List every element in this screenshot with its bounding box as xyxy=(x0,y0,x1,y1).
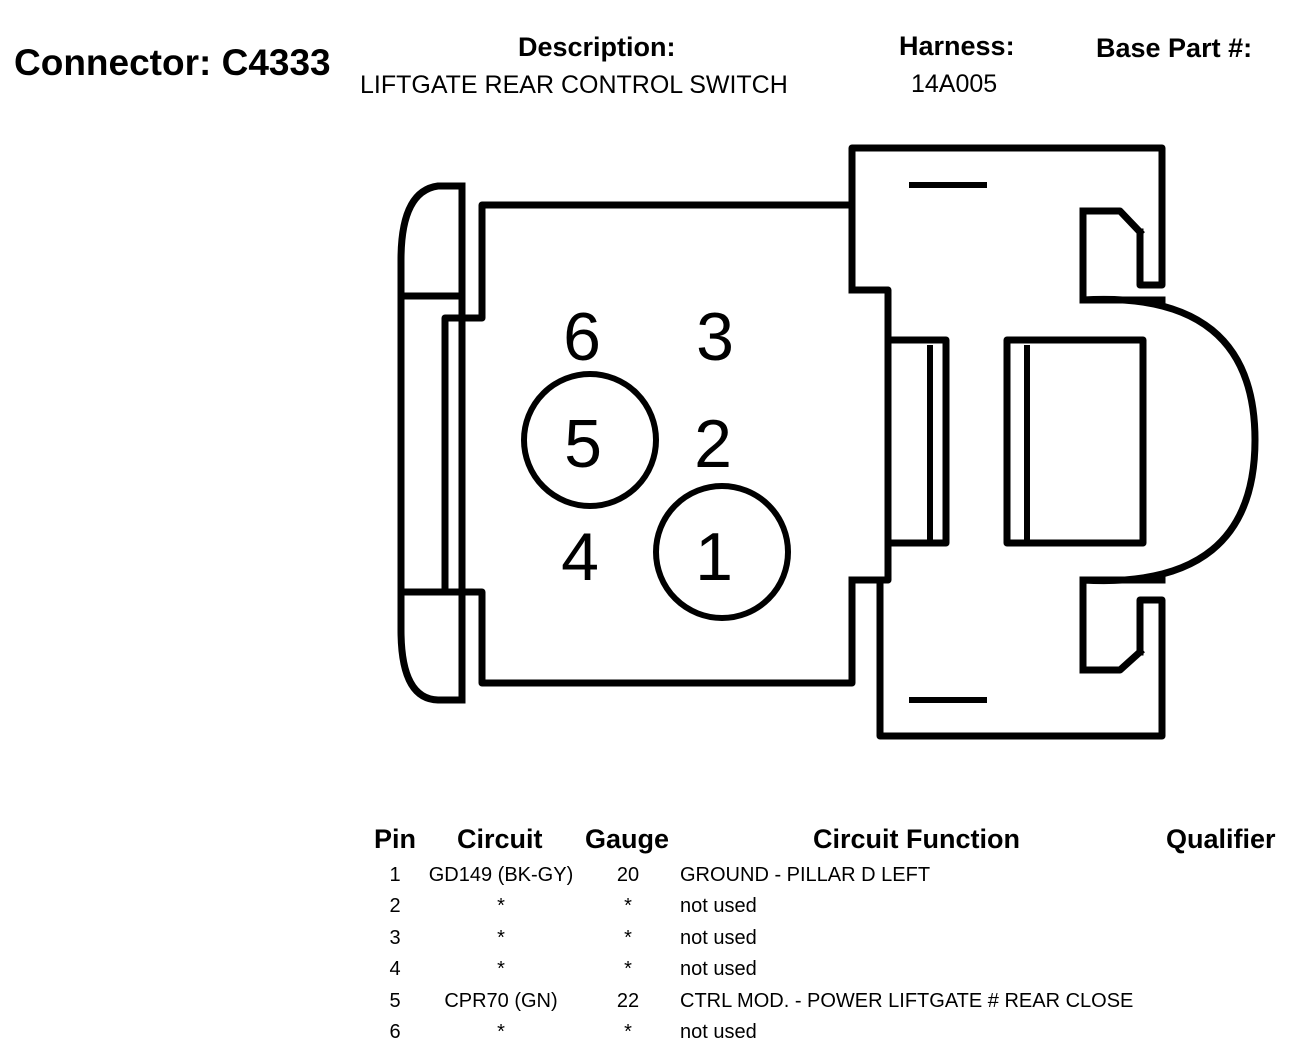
cell-circuit: * xyxy=(497,1021,505,1043)
pin-number-1: 1 xyxy=(695,519,733,595)
left-latch-cap xyxy=(397,182,466,704)
cell-pin: 4 xyxy=(389,958,401,980)
cell-circuit: * xyxy=(497,927,505,949)
cell-pin: 3 xyxy=(389,927,401,949)
cell-pin: 1 xyxy=(389,864,401,886)
cell-function: not used xyxy=(680,1021,757,1043)
cell-function: CTRL MOD. - POWER LIFTGATE # REAR CLOSE xyxy=(680,990,1134,1012)
base-part-label: Base Part #: xyxy=(1096,33,1253,63)
cell-function: not used xyxy=(680,895,757,917)
cell-circuit: * xyxy=(497,895,505,917)
table-header-circuit-function: Circuit Function xyxy=(813,824,1020,854)
cell-function: not used xyxy=(680,958,757,980)
pin1-circle xyxy=(653,483,791,621)
cell-pin: 2 xyxy=(389,895,401,917)
cell-circuit: CPR70 (GN) xyxy=(444,990,558,1012)
pin-number-6: 6 xyxy=(563,299,601,375)
description-label: Description: xyxy=(518,32,676,62)
cell-circuit: * xyxy=(497,958,505,980)
pin-number-5: 5 xyxy=(564,406,602,482)
cell-function: not used xyxy=(680,927,757,949)
right-latch-top-notch xyxy=(1079,207,1145,237)
cell-pin: 5 xyxy=(389,990,401,1012)
right-latch-bulge xyxy=(1079,207,1259,674)
right-latch-bottom-notch xyxy=(1079,647,1145,674)
cell-gauge: * xyxy=(624,1021,632,1043)
cell-gauge: 20 xyxy=(616,864,640,886)
body-top-outline xyxy=(848,144,1166,294)
latch-gap-right xyxy=(1003,336,1147,547)
table-header-pin: Pin xyxy=(374,824,417,854)
description-value: LIFTGATE REAR CONTROL SWITCH xyxy=(360,71,788,99)
harness-value: 14A005 xyxy=(911,70,998,98)
table-header-gauge: Gauge xyxy=(585,824,670,854)
cell-gauge: * xyxy=(624,958,632,980)
table-header-circuit: Circuit xyxy=(457,824,543,854)
cell-circuit: GD149 (BK-GY) xyxy=(428,864,574,886)
pin5-circle xyxy=(521,371,659,509)
latch-gap-left xyxy=(884,336,950,547)
cell-function: GROUND - PILLAR D LEFT xyxy=(680,864,931,886)
cell-pin: 6 xyxy=(389,1021,401,1043)
cell-gauge: * xyxy=(624,895,632,917)
cell-gauge: * xyxy=(624,927,632,949)
pin-number-2: 2 xyxy=(694,406,732,482)
body-bottom-outline xyxy=(848,576,1166,740)
connector-title: Connector: C4333 xyxy=(14,42,331,83)
pin-number-3: 3 xyxy=(696,299,734,375)
pin-number-4: 4 xyxy=(561,519,599,595)
cell-gauge: 22 xyxy=(616,990,640,1012)
connector-face xyxy=(441,201,892,687)
harness-label: Harness: xyxy=(899,31,1015,61)
table-header-qualifier: Qualifier xyxy=(1166,824,1276,854)
